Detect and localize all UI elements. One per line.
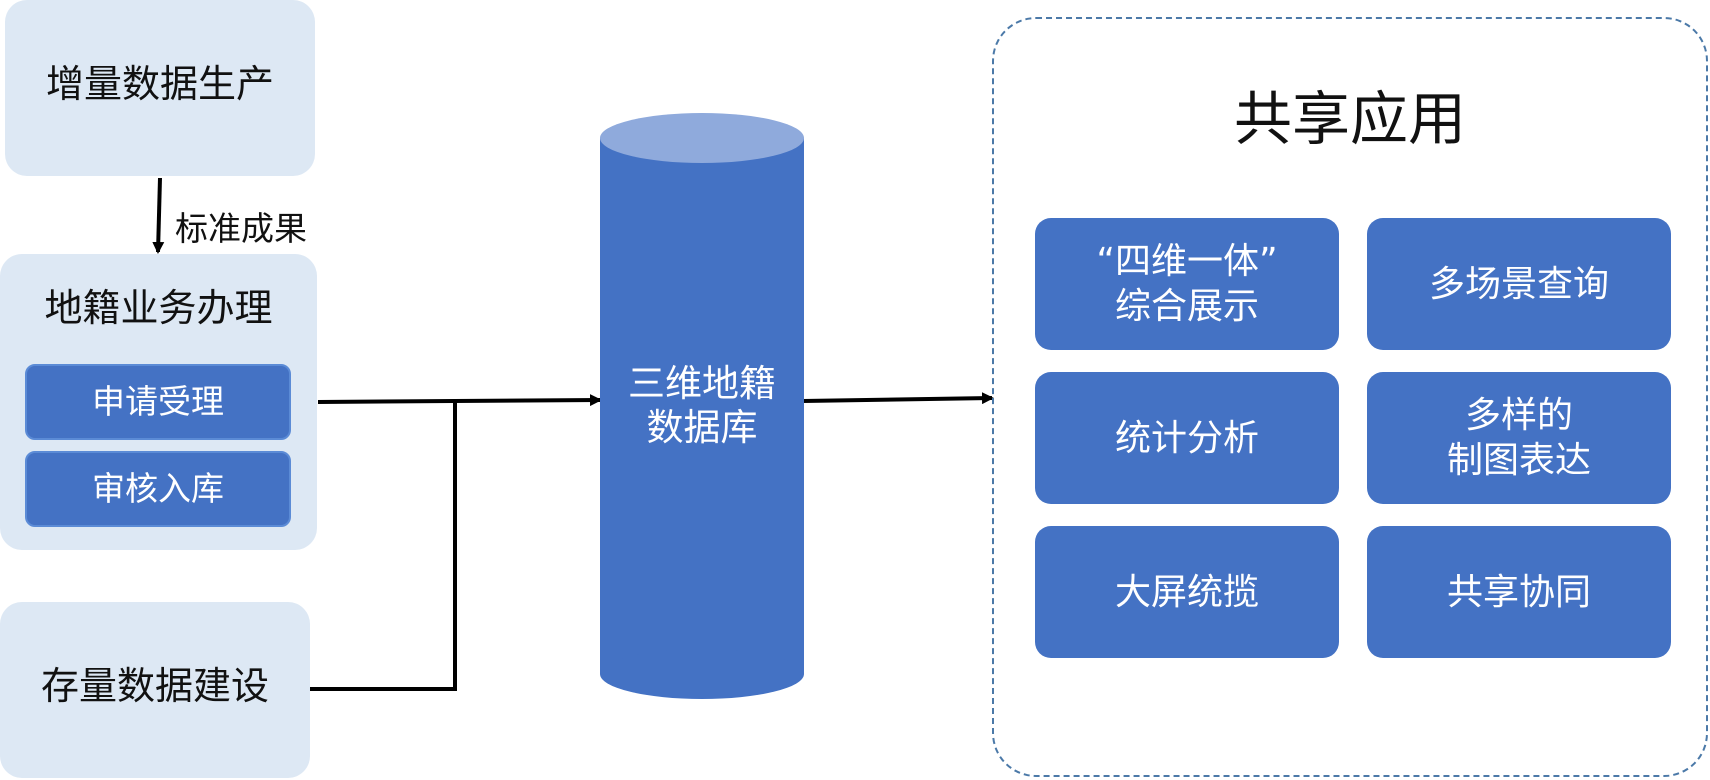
standard-results-label: 标准成果 xyxy=(175,209,307,248)
step-apply-accept: 申请受理 xyxy=(25,364,291,440)
stock-construction-label: 存量数据建设 xyxy=(40,664,269,708)
incremental-production-box: 增量数据生产 xyxy=(5,0,315,176)
incremental-production-label: 增量数据生产 xyxy=(45,62,274,106)
app-big-screen-overview: 大屏统揽 xyxy=(1035,526,1339,658)
app-statistical-analysis: 统计分析 xyxy=(1035,372,1339,504)
cadastral-business-box: 地籍业务办理 申请受理 审核入库 xyxy=(0,254,317,550)
app-multi-scene-query: 多场景查询 xyxy=(1367,218,1671,350)
arrow-business-to-database xyxy=(317,394,602,407)
database-cylinder xyxy=(600,113,804,699)
app-4d-integrated-display: “四维一体” 综合展示 xyxy=(1035,218,1339,350)
share-application-panel xyxy=(992,17,1708,777)
step-review-storage: 审核入库 xyxy=(25,451,291,527)
app-shared-collaboration: 共享协同 xyxy=(1367,526,1671,658)
database-label: 三维地籍 数据库 xyxy=(628,362,776,450)
share-application-title: 共享应用 xyxy=(1233,85,1466,153)
app-diverse-cartography: 多样的 制图表达 xyxy=(1367,372,1671,504)
cadastral-business-title: 地籍业务办理 xyxy=(44,286,273,330)
connector-stock-to-database xyxy=(310,401,457,691)
arrow-database-to-share xyxy=(802,392,994,405)
arrow-incremental-to-business xyxy=(152,177,165,254)
stock-construction-box: 存量数据建设 xyxy=(0,602,310,778)
